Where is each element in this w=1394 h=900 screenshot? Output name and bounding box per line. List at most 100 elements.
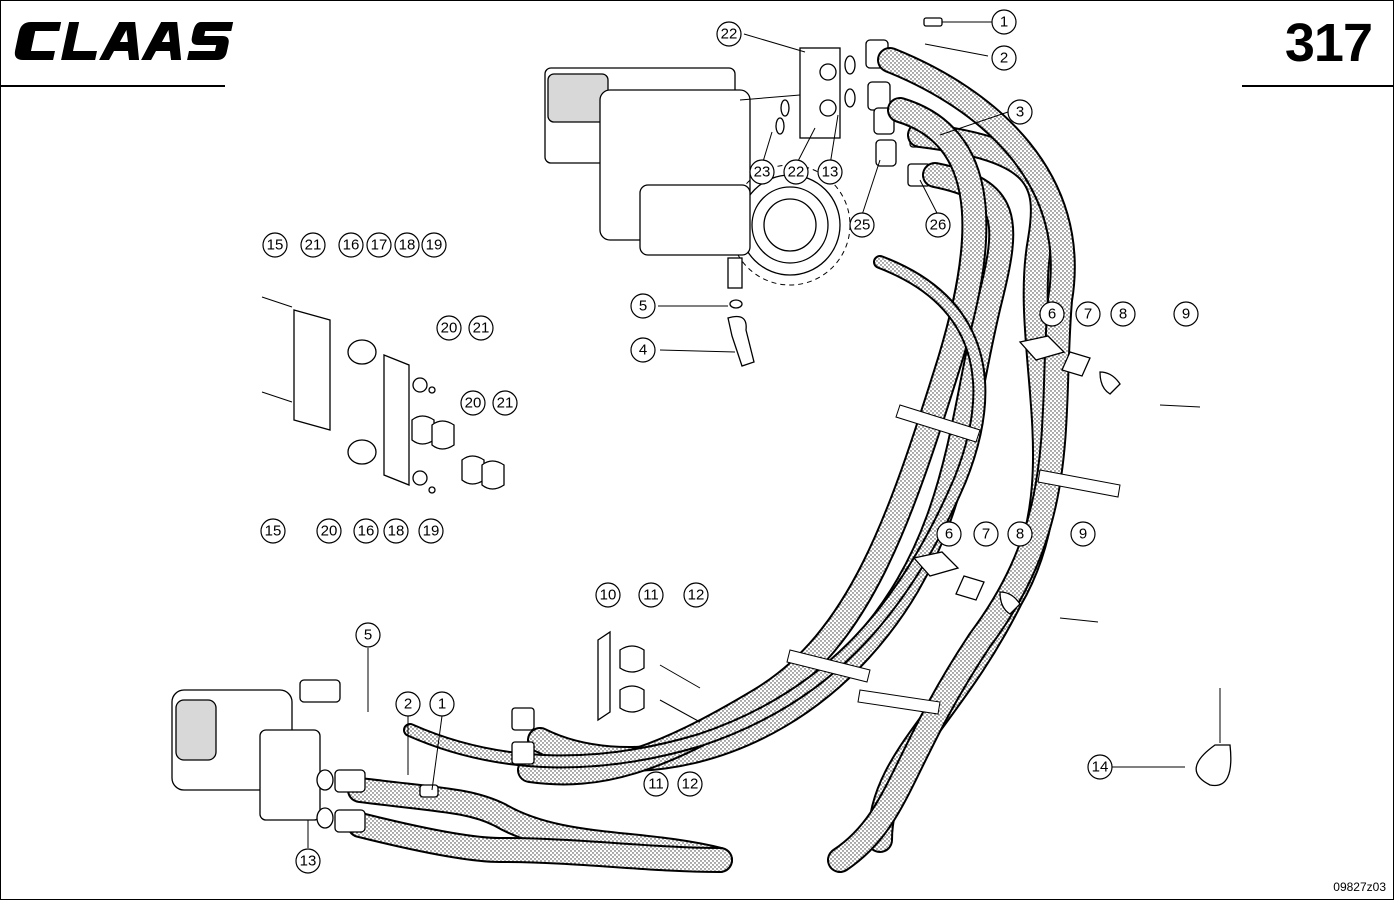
pump-assembly-bottom [171, 679, 439, 833]
callout-label: 5 [364, 627, 372, 644]
callout-label: 9 [1182, 306, 1190, 323]
hose-bundle [347, 47, 1121, 873]
callout-14: 14 [1087, 754, 1113, 780]
callout-28: 26 [925, 212, 951, 238]
callout-label: 8 [1016, 526, 1024, 543]
callout-label: 21 [497, 395, 514, 412]
callout-label: 20 [321, 523, 338, 540]
callout-label: 16 [358, 523, 375, 540]
claas-wordmark-logo [14, 22, 234, 60]
callout-3: 3 [1007, 99, 1033, 125]
claas-logo [12, 18, 234, 69]
callout-label: 6 [1048, 306, 1056, 323]
callout-2-top: 2 [991, 45, 1017, 71]
callout-19-bottom: 19 [418, 518, 444, 544]
callout-label: 14 [1092, 759, 1109, 776]
callout-label: 15 [265, 523, 282, 540]
callout-16-top: 16 [338, 232, 364, 258]
mount-bracket [597, 630, 701, 723]
callout-12-bottom: 12 [677, 771, 703, 797]
hose-clamps [912, 335, 1201, 623]
callout-label: 20 [441, 320, 458, 337]
pump-assembly-top [544, 67, 851, 289]
callout-22-top: 21 [468, 315, 494, 341]
callout-2-bottom: 2 [395, 691, 421, 717]
callout-18-top: 18 [394, 232, 420, 258]
callout-15-top: 15 [262, 232, 288, 258]
callout-25-mid: 22 [783, 159, 809, 185]
callout-22-mid: 21 [492, 390, 518, 416]
callout-26: 23 [749, 159, 775, 185]
callout-label: 2 [1000, 50, 1008, 67]
callout-label: 11 [643, 587, 659, 604]
callout-label: 6 [945, 526, 953, 543]
callout-17: 17 [366, 232, 392, 258]
callout-label: 9 [1079, 526, 1087, 543]
callout-7-top: 7 [1075, 301, 1101, 327]
callout-5-top: 5 [630, 293, 656, 319]
callout-25-top: 22 [716, 21, 742, 47]
callout-label: 26 [930, 217, 947, 234]
drawing-reference: 09827z03 [1333, 880, 1386, 894]
callout-21-mid: 20 [460, 390, 486, 416]
callout-leaders [307, 21, 1185, 848]
callout-label: 16 [343, 237, 360, 254]
callout-5-bottom: 5 [355, 622, 381, 648]
callout-6-top: 6 [1039, 301, 1065, 327]
callout-11-top: 11 [638, 582, 664, 608]
callout-label: 19 [426, 237, 443, 254]
callout-label: 1 [1000, 14, 1008, 31]
callout-20: 20 [316, 518, 342, 544]
callout-label: 12 [688, 587, 705, 604]
callout-label: 1 [438, 696, 446, 713]
callout-label: 13 [822, 164, 839, 181]
callout-label: 22 [721, 26, 738, 43]
callout-label: 3 [1016, 104, 1024, 121]
callout-label: 21 [305, 237, 322, 254]
callout-21-top: 20 [436, 315, 462, 341]
cable-tie [1195, 688, 1232, 787]
callout-label: 2 [404, 696, 412, 713]
callout-23: 21 [300, 232, 326, 258]
callout-7-bottom: 7 [973, 521, 999, 547]
callout-label: 8 [1119, 306, 1127, 323]
callout-label: 25 [854, 217, 871, 234]
page-number: 317 [1284, 13, 1373, 73]
callout-label: 10 [600, 587, 617, 604]
callout-label: 17 [371, 237, 388, 254]
callout-label: 21 [473, 320, 490, 337]
callout-label: 18 [388, 523, 405, 540]
callout-19-top: 19 [421, 232, 447, 258]
valve-block [739, 47, 856, 139]
callout-16-bottom: 16 [353, 518, 379, 544]
callout-10: 10 [595, 582, 621, 608]
callout-1-bottom: 1 [429, 691, 455, 717]
callout-label: 13 [300, 853, 317, 870]
callout-label: 19 [423, 523, 440, 540]
bracket-assembly [261, 296, 505, 494]
logo-underline [0, 85, 225, 87]
callout-11-bottom: 11 [643, 771, 669, 797]
callout-13-bottom: 13 [295, 848, 321, 874]
callout-9-top: 9 [1173, 301, 1199, 327]
callout-label: 20 [465, 395, 482, 412]
callout-8-bottom: 8 [1007, 521, 1033, 547]
callout-label: 15 [267, 237, 284, 254]
hose-end-fittings [511, 707, 535, 765]
callout-label: 7 [1084, 306, 1092, 323]
callout-label: 11 [648, 776, 664, 793]
callout-27: 25 [849, 212, 875, 238]
callout-label: 12 [682, 776, 699, 793]
callout-label: 5 [639, 298, 647, 315]
callout-18-bottom: 18 [383, 518, 409, 544]
callout-9-bottom: 9 [1070, 521, 1096, 547]
callout-label: 18 [399, 237, 416, 254]
callout-13-top: 13 [817, 159, 843, 185]
callout-15-bottom: 15 [260, 518, 286, 544]
callout-label: 7 [982, 526, 990, 543]
page-number-underline [1242, 85, 1394, 87]
elbow-fitting [727, 299, 755, 367]
callout-8-top: 8 [1110, 301, 1136, 327]
callout-12-top: 12 [683, 582, 709, 608]
